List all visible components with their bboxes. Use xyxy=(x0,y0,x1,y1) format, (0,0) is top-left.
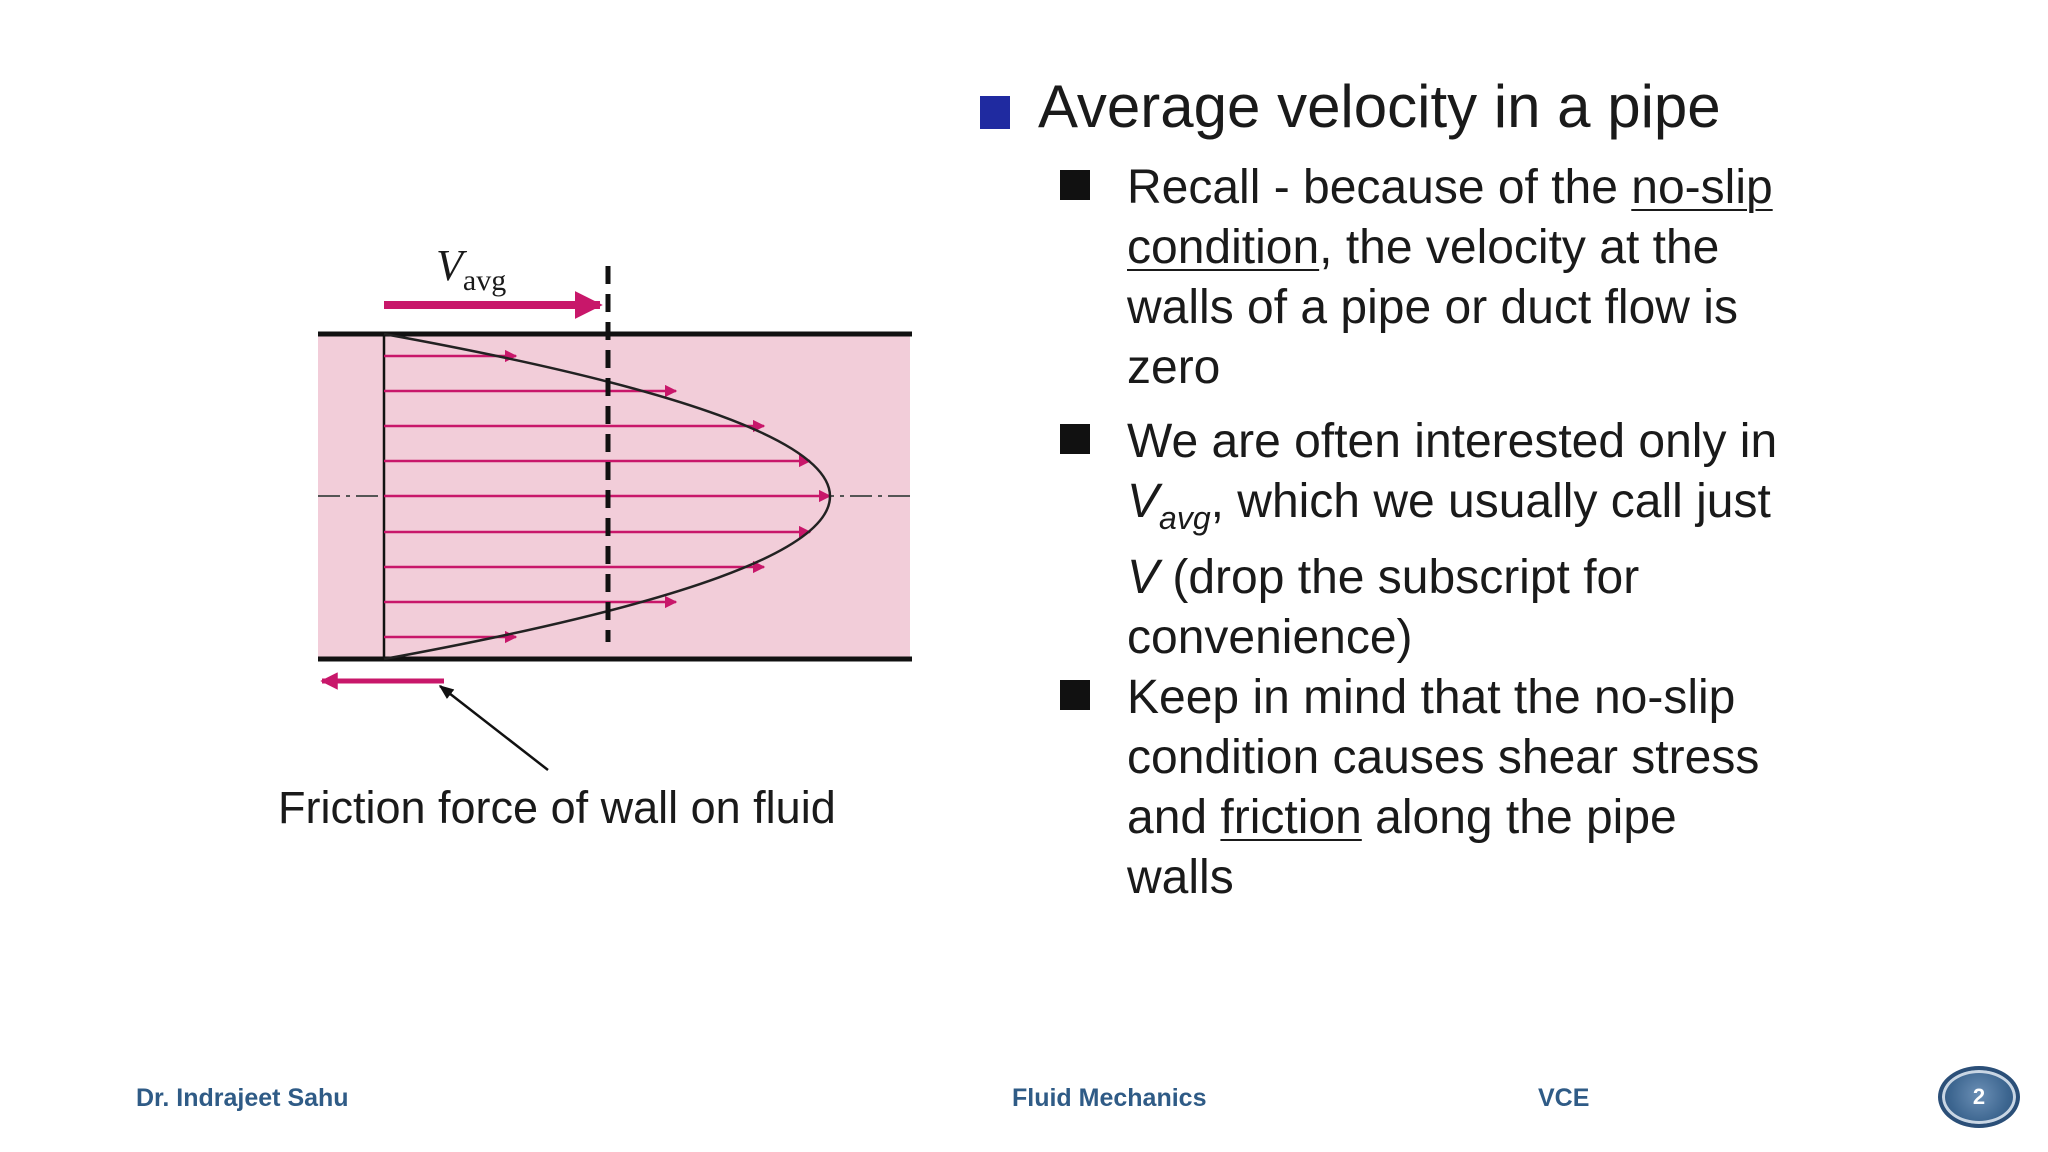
caption-leader-line xyxy=(438,685,549,771)
bullet-line: and friction along the pipe xyxy=(1127,791,1677,844)
slide-heading: Average velocity in a pipe xyxy=(1038,73,1721,140)
bullet-line: condition, the velocity at the xyxy=(1127,221,1720,274)
bullet-line: zero xyxy=(1127,341,1221,394)
pipe-diagram xyxy=(318,266,912,771)
figure-caption: Friction force of wall on fluid xyxy=(278,782,836,833)
page-number-badge: 2 xyxy=(1938,1066,2020,1128)
footer-institute: VCE xyxy=(1538,1084,1590,1112)
bullet-line: Vavg, which we usually call just xyxy=(1127,475,1771,536)
bullet-marker xyxy=(1060,680,1090,710)
bullet-line: V (drop the subscript for xyxy=(1127,551,1640,604)
pipe-velocity-profile-figure: Vavg Friction force of wall on fluid xyxy=(0,0,1000,900)
bullet-text: Recall - because of the no-slip conditio… xyxy=(1127,158,1773,398)
footer-author: Dr. Indrajeet Sahu xyxy=(136,1084,349,1112)
bullet-line: convenience) xyxy=(1127,611,1413,664)
bullet-line: Keep in mind that the no-slip xyxy=(1127,671,1736,724)
bullet-text: We are often interested only in Vavg, wh… xyxy=(1127,412,1777,668)
bullet-marker xyxy=(1060,170,1090,200)
bullet-text: Keep in mind that the no-slip condition … xyxy=(1127,668,1759,908)
heading-bullet xyxy=(980,96,1010,129)
bullet-marker xyxy=(1060,424,1090,454)
bullet-line: We are often interested only in xyxy=(1127,415,1778,468)
footer-course: Fluid Mechanics xyxy=(1012,1084,1207,1112)
page-number: 2 xyxy=(1972,1084,1986,1109)
vavg-label: Vavg xyxy=(436,241,507,297)
bullet-line: walls xyxy=(1127,851,1234,904)
bullet-line: walls of a pipe or duct flow is xyxy=(1127,281,1738,334)
bullet-line: Recall - because of the no-slip xyxy=(1127,161,1773,214)
bullet-line: condition causes shear stress xyxy=(1127,731,1760,784)
